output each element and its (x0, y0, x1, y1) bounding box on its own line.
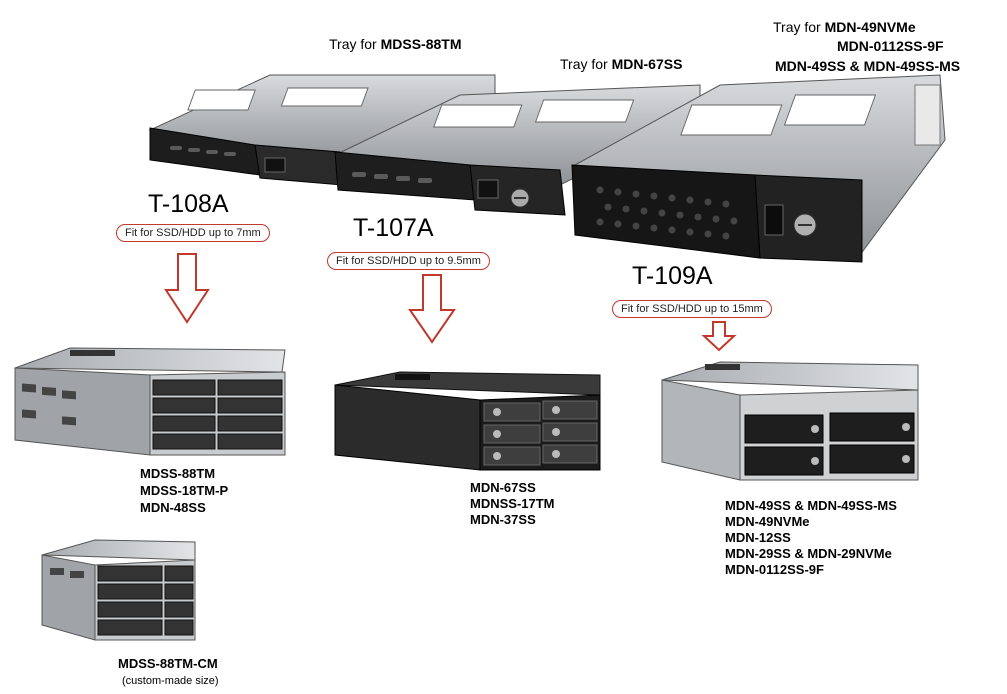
tray-caption-model: MDSS-88TM (380, 36, 462, 52)
tray-caption-prefix: Tray for (560, 56, 612, 72)
t107a-code: T-107A (353, 214, 434, 242)
t108a-model-3: MDN-48SS (140, 500, 206, 515)
enclosure-mdn-49ss-image (661, 361, 919, 481)
t109a-fit-note: Fit for SSD/HDD up to 15mm (612, 300, 772, 318)
arrow-t107a (408, 274, 456, 344)
t109a-model-5: MDN-0112SS-9F (725, 562, 824, 577)
t107a-model-2: MDNSS-17TM (470, 496, 555, 511)
tray-caption-model: MDN-67SS (611, 56, 683, 72)
tray-caption-model-1: MDN-49NVMe (824, 19, 916, 35)
arrow-t109a (701, 321, 737, 352)
t108a-code: T-108A (148, 190, 229, 218)
t109a-model-4: MDN-29SS & MDN-29NVMe (725, 546, 892, 561)
enclosure-mdss-88tm-cm-image (41, 539, 196, 641)
t109a-model-2: MDN-49NVMe (725, 514, 810, 529)
t108a-model-2: MDSS-18TM-P (140, 483, 229, 498)
tray-caption-prefix: Tray for (329, 36, 381, 52)
enclosure-mdn-67ss-image (334, 371, 601, 471)
t107a-model-1: MDN-67SS (470, 480, 536, 495)
custom-model: MDSS-88TM-CM (118, 656, 218, 671)
t109a-model-3: MDN-12SS (725, 530, 791, 545)
tray-caption-prefix: Tray for (773, 19, 825, 35)
t108a-fit-note: Fit for SSD/HDD up to 7mm (116, 224, 270, 242)
t107a-fit-note: Fit for SSD/HDD up to 9.5mm (327, 252, 490, 270)
t109a-code: T-109A (632, 262, 713, 290)
tray-t109a-image (571, 74, 946, 263)
tray-caption-model-3: MDN-49SS & MDN-49SS-MS (775, 58, 961, 74)
t108a-model-1: MDSS-88TM (140, 466, 216, 481)
tray-caption-t109a: Tray for MDN-49NVMe (773, 19, 916, 36)
t107a-model-3: MDN-37SS (470, 512, 536, 527)
tray-caption-model-2: MDN-0112SS-9F (837, 38, 944, 54)
tray-caption-t108a: Tray for MDSS-88TM (329, 36, 462, 53)
tray-caption-t107a: Tray for MDN-67SS (560, 56, 682, 73)
arrow-t108a (164, 253, 210, 324)
custom-note: (custom-made size) (122, 675, 219, 687)
enclosure-mdss-88tm-image (14, 347, 286, 456)
t109a-model-1: MDN-49SS & MDN-49SS-MS (725, 498, 897, 513)
